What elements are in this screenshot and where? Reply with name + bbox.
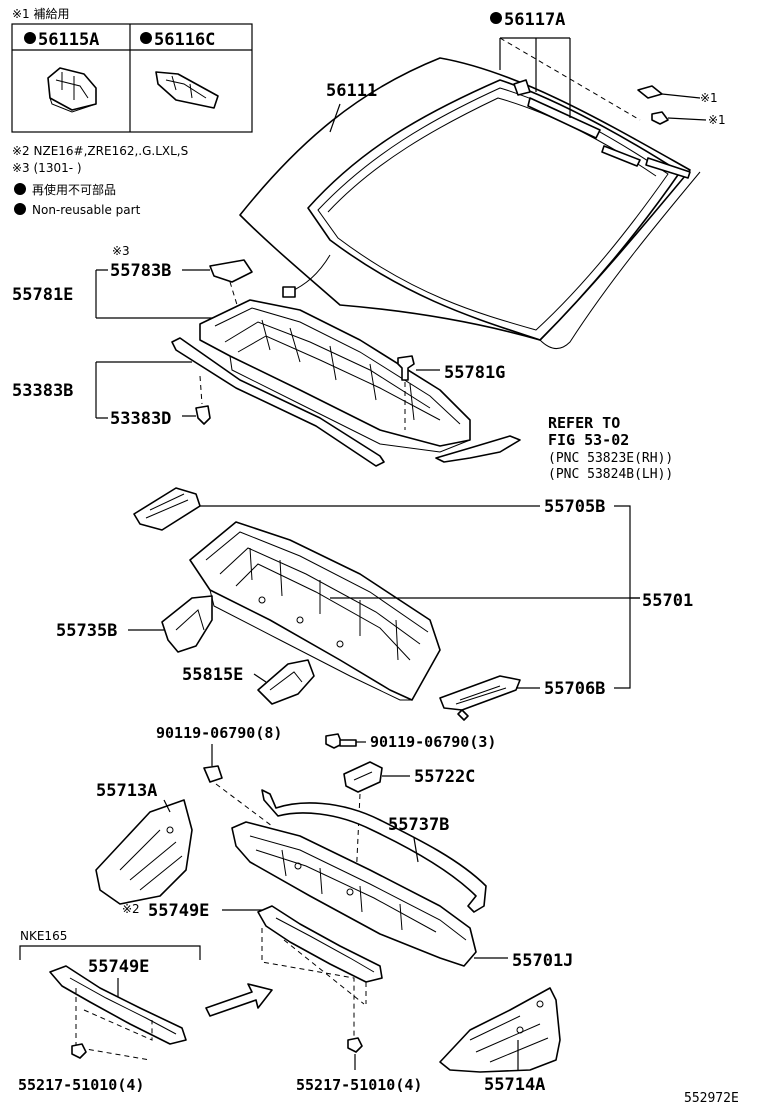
part-90119-right[interactable]: 90119-06790(3) xyxy=(370,733,496,751)
legend-en: Non-reusable part xyxy=(32,203,141,217)
brace-55815E-drawing xyxy=(257,659,315,705)
louver-55781E-drawing xyxy=(199,299,471,453)
clip-55781G-drawing xyxy=(397,355,440,430)
inset-box xyxy=(11,23,253,133)
leader-56111 xyxy=(329,103,341,133)
part-53383D[interactable]: 53383D xyxy=(110,409,171,429)
part-56117A[interactable]: 56117A xyxy=(504,10,565,30)
refer-part-drawing xyxy=(435,435,521,463)
note-date: ※3 (1301- ) xyxy=(12,161,82,175)
part-55815E[interactable]: 55815E xyxy=(182,665,243,685)
reinforcement-55749E-drawing xyxy=(257,905,383,1038)
non-reusable-dot-icon xyxy=(140,32,152,44)
leader-53383B xyxy=(95,361,203,419)
molding-56117A-drawing xyxy=(513,79,691,179)
bracket-55705B-drawing xyxy=(133,487,201,531)
part-55783B[interactable]: 55783B xyxy=(110,261,171,281)
seal-53383B-drawing xyxy=(171,337,385,467)
part-56111[interactable]: 56111 xyxy=(326,81,377,101)
part-55735B[interactable]: 55735B xyxy=(56,621,117,641)
part-55714A[interactable]: 55714A xyxy=(484,1075,545,1095)
nke-label: NKE165 xyxy=(20,929,67,943)
note-grades: ※2 NZE16#,ZRE162,.G.LXL,S xyxy=(12,144,188,158)
hose-55737B-drawing xyxy=(261,789,487,913)
seal-55783B-drawing xyxy=(209,259,253,283)
part-90119-left[interactable]: 90119-06790(8) xyxy=(156,724,282,742)
note-supply: ※1 補給用 xyxy=(12,7,70,21)
supply-clip-drawing xyxy=(637,85,707,125)
mark-grade-ref: ※2 xyxy=(122,902,140,916)
legend-dot-icon xyxy=(14,203,26,215)
nut-right-drawing xyxy=(347,1037,363,1070)
figure-id: 552972E xyxy=(684,1091,739,1106)
part-56115A[interactable]: 56115A xyxy=(38,30,99,50)
bolt-left-drawing xyxy=(203,765,273,827)
mark-date-ref: ※3 xyxy=(112,244,130,258)
part-55781G[interactable]: 55781G xyxy=(444,363,505,383)
mark-supply-2: ※1 xyxy=(708,113,726,127)
part-55701[interactable]: 55701 xyxy=(642,591,693,611)
refer-line-4: (PNC 53824B(LH)) xyxy=(548,467,673,482)
leader-55737B xyxy=(413,837,419,863)
bracket-55706B-drawing xyxy=(439,675,521,721)
bracket-55722C-drawing xyxy=(343,761,383,881)
part-55722C[interactable]: 55722C xyxy=(414,767,475,787)
bolt-right-drawing xyxy=(325,733,366,749)
part-55217-right[interactable]: 55217-51010(4) xyxy=(296,1076,422,1094)
part-55705B[interactable]: 55705B xyxy=(544,497,605,517)
part-55706B[interactable]: 55706B xyxy=(544,679,605,699)
cowl-inner-55701J-drawing xyxy=(231,821,477,967)
legend-dot-icon xyxy=(14,183,26,195)
cowl-panel-55701-drawing xyxy=(189,521,441,701)
leader-55781E xyxy=(95,269,248,319)
mark-supply-1: ※1 xyxy=(700,91,718,105)
nut-left-drawing xyxy=(71,1043,87,1059)
side-panel-55714A-drawing xyxy=(439,987,561,1073)
leader-55815E xyxy=(253,673,267,683)
reinforcement-nke-drawing xyxy=(49,965,187,1061)
direction-arrow-icon xyxy=(205,983,273,1017)
part-55737B[interactable]: 55737B xyxy=(388,815,449,835)
part-55749E-nke[interactable]: 55749E xyxy=(88,957,149,977)
clip-53383D-drawing xyxy=(195,405,211,425)
windshield-glass-drawing xyxy=(239,57,701,349)
leader-56117A xyxy=(499,37,641,121)
refer-line-1: REFER TO xyxy=(548,414,620,432)
non-reusable-dot-icon xyxy=(490,12,502,24)
part-55217-left[interactable]: 55217-51010(4) xyxy=(18,1076,144,1094)
refer-line-2[interactable]: FIG 53-02 xyxy=(548,431,629,449)
part-55781E[interactable]: 55781E xyxy=(12,285,73,305)
part-55713A[interactable]: 55713A xyxy=(96,781,157,801)
legend-jp: 再使用不可部品 xyxy=(32,182,116,197)
refer-line-3: (PNC 53823E(RH)) xyxy=(548,451,673,466)
part-55749E-main[interactable]: 55749E xyxy=(148,901,209,921)
part-53383B[interactable]: 53383B xyxy=(12,381,73,401)
leader-55713A xyxy=(163,799,171,813)
part-55701J[interactable]: 55701J xyxy=(512,951,573,971)
nke-bracket xyxy=(19,945,201,960)
clip-56115A-drawing xyxy=(47,67,97,113)
part-56116C[interactable]: 56116C xyxy=(154,30,215,50)
side-panel-55713A-drawing xyxy=(95,799,193,905)
brace-55735B-drawing xyxy=(161,595,213,653)
non-reusable-dot-icon xyxy=(24,32,36,44)
clip-56116C-drawing xyxy=(155,71,219,109)
